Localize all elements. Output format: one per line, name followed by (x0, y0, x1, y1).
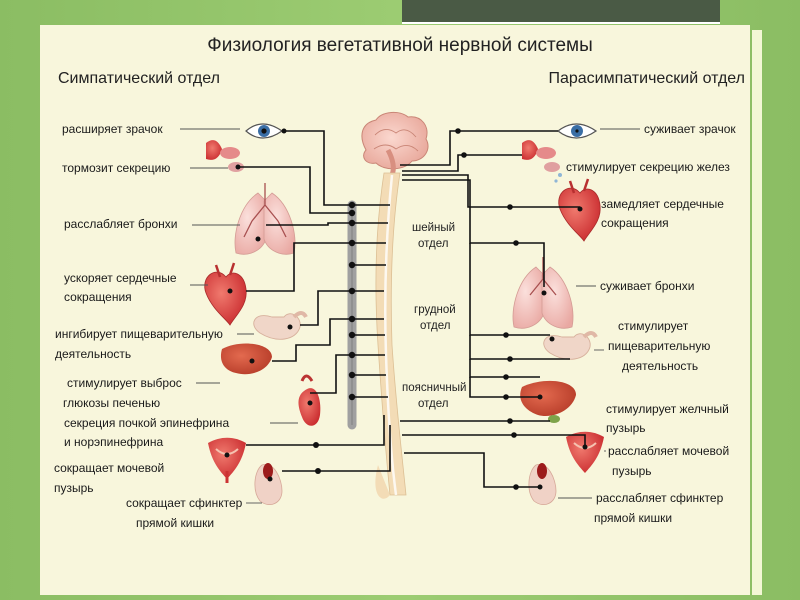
rectum-icon (528, 463, 557, 505)
slide-decor-side (752, 30, 762, 595)
slide-content: Физиология вегетативной нервной системы … (40, 25, 750, 595)
section-thoracic-label: грудной отдел (414, 304, 459, 332)
symp-label-liver: стимулирует выброс глюкозы печенью (63, 376, 185, 410)
page-title: Физиология вегетативной нервной системы (207, 35, 592, 56)
symp-label-sphincter: сокращает сфинктер прямой кишки (126, 496, 246, 530)
symp-label-digestion: ингибирует пищеварительную деятельность (55, 327, 226, 361)
para-label-sphincter: расслабляет сфинктер прямой кишки (594, 491, 727, 525)
slide-decor-line (402, 22, 720, 24)
eye-icon (245, 123, 284, 139)
sympathetic-nerves (224, 128, 391, 482)
symp-label-bladder: сокращает мочевой пузырь (54, 461, 168, 495)
section-lumbar-label: поясничный отдел (402, 382, 470, 410)
liver-icon (520, 380, 576, 423)
lungs-icon (512, 257, 574, 329)
symp-label-adrenal: секреция почкой эпинефрина и норэпинефри… (64, 416, 232, 449)
ans-diagram: Физиология вегетативной нервной системы … (54, 35, 745, 530)
spinal-column (375, 172, 407, 499)
para-label-glands: стимулирует секрецию желез (566, 160, 730, 174)
bladder-icon (208, 437, 246, 483)
symp-label-pupil: расширяет зрачок (62, 122, 163, 136)
para-label-digestion: стимулирует пищеварительную деятельность (608, 319, 714, 373)
rectum-icon (254, 463, 283, 505)
parasympathetic-nerves (400, 128, 588, 490)
para-label-gallbladder: стимулирует желчный пузырь (606, 402, 732, 435)
symp-label-heart: ускоряет сердечные сокращения (64, 271, 180, 304)
stomach-icon (543, 331, 598, 360)
para-label-pupil: суживает зрачок (644, 122, 736, 136)
liver-icon (220, 343, 272, 375)
para-label-bladder: расслабляет мочевой пузырь (608, 444, 733, 478)
salivary-gland-icon (206, 140, 244, 172)
lungs-icon (234, 183, 296, 255)
heart-icon (204, 262, 247, 326)
stomach-icon (253, 311, 308, 340)
kidney-icon (298, 374, 321, 426)
salivary-gland-icon (522, 140, 562, 183)
parasympathetic-heading: Парасимпатический отдел (548, 70, 745, 87)
sympathetic-heading: Симпатический отдел (58, 70, 220, 87)
para-label-heart: замедляет сердечные сокращения (601, 197, 727, 230)
heart-icon (558, 178, 601, 242)
slide-decor-bar (402, 0, 720, 22)
symp-label-secretion: тормозит секрецию (62, 161, 170, 175)
symp-label-bronchi: расслабляет бронхи (64, 217, 178, 231)
eye-icon (557, 123, 598, 139)
section-cervical-label: шейный отдел (412, 222, 458, 250)
para-label-bronchi: суживает бронхи (600, 279, 694, 293)
